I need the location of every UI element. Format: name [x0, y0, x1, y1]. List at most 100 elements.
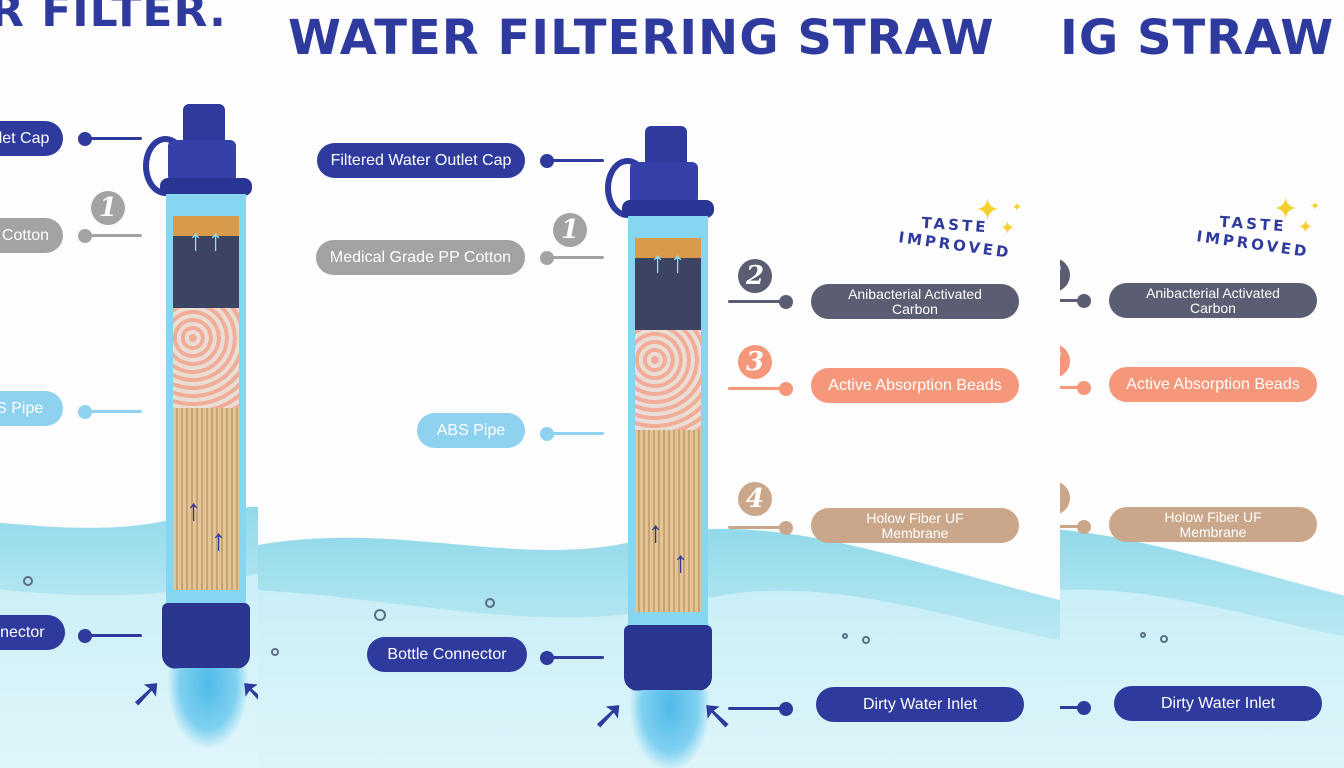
inflow-arrow-icon: ➚ — [592, 693, 626, 737]
sparkle-icon: ✦ — [1000, 218, 1016, 238]
label-absorption-beads: Active Absorption Beads — [1109, 367, 1317, 402]
leader-line — [728, 707, 786, 710]
leader-line — [546, 256, 604, 259]
cap-flange — [160, 178, 252, 196]
leader-dot — [540, 651, 554, 665]
connector — [624, 625, 712, 691]
label-line: Carbon — [1190, 299, 1236, 316]
cap-body — [630, 162, 698, 204]
cap-flange — [622, 200, 714, 218]
scene-slot: ↑ ↑ ↑ ↑ ➚ ➚ Filtered Water Outlet Cap 1 … — [258, 0, 1060, 768]
carbon-layer — [635, 258, 701, 330]
membrane-layer — [173, 408, 239, 590]
tube: ↑ ↑ ↑ ↑ — [166, 194, 246, 606]
title-left: R FILTER. — [0, 0, 227, 37]
title-right: IG STRAW — [1060, 10, 1335, 66]
leader-dot — [78, 132, 92, 146]
step-number-2: 2 — [738, 259, 772, 293]
leader-line — [1060, 299, 1084, 302]
leader-dot — [540, 154, 554, 168]
step-number-3: 3 — [1060, 344, 1070, 378]
label-line: Carbon — [892, 300, 938, 317]
leader-line — [1060, 386, 1084, 389]
leader-line — [84, 410, 142, 413]
scene-slot: ↑ ↑ ↑ ↑ ➚ ➚ Filtered Water Outlet Cap 1 … — [1060, 0, 1344, 768]
leader-line — [84, 634, 142, 637]
step-number-4: 4 — [738, 482, 772, 516]
carbon-layer — [173, 236, 239, 308]
leader-line — [728, 300, 786, 303]
label-absorption-beads: Active Absorption Beads — [811, 368, 1019, 403]
step-number-1: 1 — [91, 191, 125, 225]
step-number-4: 4 — [1060, 481, 1070, 515]
leader-line — [546, 656, 604, 659]
label-abs-pipe: ABS Pipe — [0, 391, 63, 426]
step-number-2: 2 — [1060, 258, 1070, 292]
label-dirty-water-inlet: Dirty Water Inlet — [1114, 686, 1322, 721]
leader-line — [84, 137, 142, 140]
beads-layer — [173, 308, 239, 408]
label-pp-cotton: Medical Grade PP Cotton — [316, 240, 525, 275]
tube: ↑ ↑ ↑ ↑ — [628, 216, 708, 628]
scene-slot: ↑ ↑ ↑ ↑ ➚ ➚ Filtered Water Outlet Cap 1 … — [0, 0, 258, 768]
leader-dot — [1077, 520, 1091, 534]
connector — [162, 603, 250, 669]
beads-layer — [635, 330, 701, 430]
label-bottle-connector: Bottle Connector — [0, 615, 65, 650]
inflow-arrow-icon: ➚ — [700, 693, 734, 737]
leader-dot — [1077, 381, 1091, 395]
label-dirty-water-inlet: Dirty Water Inlet — [816, 687, 1024, 722]
leader-dot — [779, 295, 793, 309]
leader-dot — [78, 405, 92, 419]
leader-dot — [540, 251, 554, 265]
inflow-arrow-icon: ➚ — [238, 670, 258, 716]
label-outlet-cap: Filtered Water Outlet Cap — [317, 143, 525, 178]
label-line: Anibacterial Activated — [848, 285, 982, 302]
straw: ↑ ↑ ↑ ↑ ➚ ➚ — [130, 98, 258, 758]
leader-dot — [1077, 701, 1091, 715]
flow-arrow-icon: ↑ — [208, 224, 223, 257]
panel-middle: ↑ ↑ ↑ ↑ ➚ ➚ Filtered Water Outlet Cap 1 … — [258, 0, 1060, 768]
cotton-layer — [635, 238, 701, 258]
leader-dot — [779, 382, 793, 396]
leader-line — [84, 234, 142, 237]
inflow-arrow-icon: ➚ — [130, 671, 164, 715]
leader-dot — [540, 427, 554, 441]
flow-arrow-icon: ↑ — [670, 246, 685, 279]
step-number-3: 3 — [738, 345, 772, 379]
label-line: Membrane — [881, 524, 949, 541]
sparkle-icon: ✦ — [975, 194, 1001, 227]
cotton-layer — [173, 216, 239, 236]
flow-arrow-icon: ↑ — [211, 524, 226, 557]
flow-arrow-icon: ↑ — [673, 546, 688, 579]
leader-line — [546, 432, 604, 435]
straw: ↑ ↑ ↑ ↑ ➚ ➚ — [592, 120, 740, 768]
panel-right: ↑ ↑ ↑ ↑ ➚ ➚ Filtered Water Outlet Cap 1 … — [1060, 0, 1344, 768]
sparkle-icon: ✦ — [1298, 217, 1314, 237]
title-middle: WATER FILTERING STRAW — [288, 10, 995, 66]
leader-line — [1060, 525, 1084, 528]
label-abs-pipe: ABS Pipe — [417, 413, 525, 448]
splash — [630, 690, 710, 768]
leader-line — [728, 526, 786, 529]
label-line: Membrane — [1179, 523, 1247, 540]
leader-line — [728, 387, 786, 390]
flow-arrow-icon: ↑ — [188, 224, 203, 257]
cap-body — [168, 140, 236, 182]
label-outlet-cap: Filtered Water Outlet Cap — [0, 121, 63, 156]
sparkle-icon: ✦ — [1012, 200, 1023, 214]
label-line: Holow Fiber UF — [866, 509, 964, 526]
sparkle-icon: ✦ — [1310, 199, 1321, 213]
leader-dot — [1077, 294, 1091, 308]
membrane-layer — [635, 430, 701, 612]
leader-dot — [779, 702, 793, 716]
panel-left: ↑ ↑ ↑ ↑ ➚ ➚ Filtered Water Outlet Cap 1 … — [0, 0, 258, 768]
sparkle-icon: ✦ — [1273, 193, 1299, 226]
splash — [168, 668, 248, 748]
label-line: Holow Fiber UF — [1164, 508, 1262, 525]
leader-dot — [78, 229, 92, 243]
flow-arrow-icon: ↑ — [650, 246, 665, 279]
